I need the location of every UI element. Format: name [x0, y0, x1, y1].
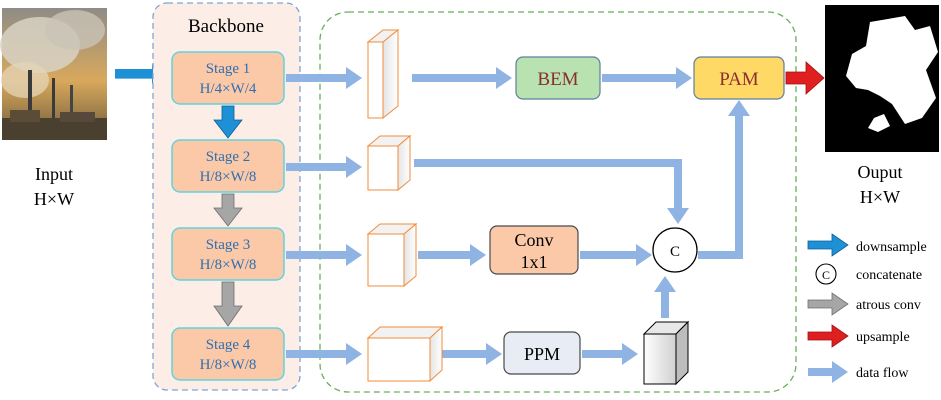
stage-4-res: H/8×W/8: [200, 357, 257, 373]
flow-arrow-cube-to-concat: [654, 276, 676, 318]
flow-arrow-concat-to-pam: [698, 100, 750, 259]
stage-2-box: Stage 2 H/8×W/8: [171, 139, 285, 193]
flow-arrow-to-bem: [412, 67, 512, 89]
concat-node: C: [652, 227, 698, 273]
stage-2-name: Stage 2: [206, 149, 251, 165]
pam-module: PAM: [693, 56, 785, 100]
stage-1-res: H/4×W/4: [200, 81, 257, 97]
output-label: Ouput: [858, 162, 903, 182]
stage1-to-stage2-downsample-arrow: [213, 105, 243, 139]
bem-module: BEM: [515, 56, 601, 100]
feature-map-2: [366, 134, 412, 192]
legend-upsample-icon: [807, 324, 849, 348]
legend-downsample-label: downsample: [856, 240, 927, 255]
stage2-to-stage3-atrous-arrow: [213, 193, 243, 227]
feature-map-4: [366, 325, 444, 383]
flow-arrow-bem-to-pam: [602, 67, 692, 89]
conv-label-line2: 1x1: [521, 252, 548, 272]
stage-3-res: H/8×W/8: [200, 257, 257, 273]
flow-arrow-to-conv: [418, 244, 486, 266]
legend-atrous-label: atrous conv: [856, 298, 921, 313]
flow-arrow-feature2-to-concat: [414, 159, 689, 224]
ppm-label: PPM: [524, 344, 560, 364]
flow-arrow-stage1: [286, 67, 362, 89]
feature-map-1: [366, 28, 400, 120]
feature-map-3: [366, 222, 418, 288]
stage-1-name: Stage 1: [206, 61, 251, 77]
pam-label: PAM: [719, 69, 759, 90]
stage-2-res: H/8×W/8: [200, 169, 257, 185]
flow-arrow-ppm-to-cube: [582, 343, 638, 365]
stage-1-box: Stage 1 H/4×W/4: [171, 51, 285, 105]
output-size: H×W: [860, 187, 900, 207]
legend-concatenate-symbol: C: [822, 268, 830, 282]
legend-atrous-icon: [807, 292, 849, 316]
legend-upsample-label: upsample: [856, 330, 910, 345]
stage-4-box: Stage 4 H/8×W/8: [171, 327, 285, 381]
flow-arrow-conv-to-concat: [580, 244, 652, 266]
legend-downsample-icon: [807, 233, 849, 257]
flow-arrow-to-ppm: [442, 343, 502, 365]
stage3-to-stage4-atrous-arrow: [213, 281, 243, 327]
input-size: H×W: [34, 189, 74, 209]
input-image: [0, 8, 107, 140]
flow-arrow-stage4: [286, 343, 362, 365]
flow-arrow-stage3: [286, 244, 362, 266]
legend: downsample C concatenate atrous conv ups…: [807, 233, 927, 383]
output-mask: [825, 5, 939, 152]
ppm-output-cube: [642, 320, 690, 386]
legend-concatenate-label: concatenate: [856, 268, 922, 283]
input-label: Input: [35, 164, 73, 184]
stage-3-box: Stage 3 H/8×W/8: [171, 227, 285, 281]
legend-concatenate-icon: [815, 263, 837, 285]
stage-4-name: Stage 4: [206, 337, 251, 353]
backbone-title: Backbone: [188, 16, 264, 37]
bem-label: BEM: [537, 69, 578, 90]
legend-dataflow-icon: [808, 361, 848, 383]
upsample-arrow: [785, 61, 825, 95]
concat-symbol: C: [670, 244, 680, 260]
decoder-panel: [319, 11, 797, 393]
conv-label-line1: Conv: [514, 230, 553, 250]
stage-3-name: Stage 3: [206, 237, 251, 253]
flow-arrow-stage2: [286, 156, 362, 178]
legend-dataflow-label: data flow: [856, 366, 909, 381]
ppm-module: PPM: [503, 331, 581, 375]
conv-module: Conv 1x1: [489, 225, 579, 275]
